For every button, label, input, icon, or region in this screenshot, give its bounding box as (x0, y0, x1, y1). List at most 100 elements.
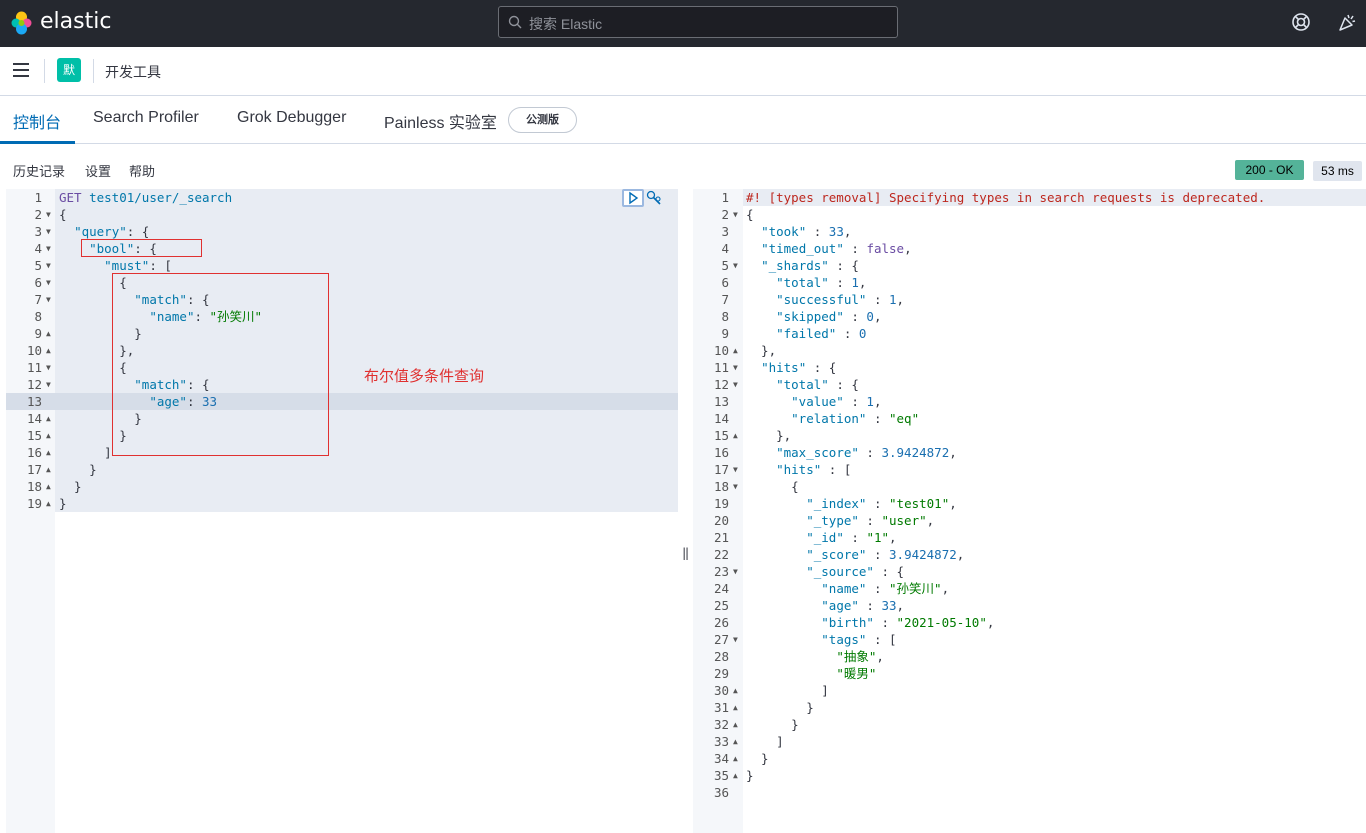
menu-hamburger-icon[interactable] (13, 63, 29, 77)
fold-open-icon[interactable]: ▼ (733, 635, 738, 644)
fold-close-icon[interactable]: ▲ (46, 431, 51, 440)
request-line[interactable]: 18▲ } (6, 478, 678, 495)
response-line[interactable]: 17▼ "hits" : [ (693, 461, 1366, 478)
tab-painless-lab[interactable]: Painless 实验室 (384, 115, 497, 132)
fold-close-icon[interactable]: ▲ (733, 754, 738, 763)
response-line[interactable]: 34▲ } (693, 750, 1366, 767)
response-line[interactable]: 20 "_type" : "user", (693, 512, 1366, 529)
response-line[interactable]: 15▲ }, (693, 427, 1366, 444)
fold-close-icon[interactable]: ▲ (46, 482, 51, 491)
fold-close-icon[interactable]: ▲ (46, 448, 51, 457)
fold-close-icon[interactable]: ▲ (46, 465, 51, 474)
request-line[interactable]: 11▼ { (6, 359, 678, 376)
response-line[interactable]: 32▲ } (693, 716, 1366, 733)
response-line[interactable]: 14 "relation" : "eq" (693, 410, 1366, 427)
response-line[interactable]: 4 "timed_out" : false, (693, 240, 1366, 257)
history-link[interactable]: 历史记录 (13, 164, 66, 179)
wrench-icon[interactable] (646, 190, 662, 206)
fold-open-icon[interactable]: ▼ (733, 482, 738, 491)
brand-name[interactable]: elastic (40, 9, 112, 34)
response-line[interactable]: 6 "total" : 1, (693, 274, 1366, 291)
help-lifebuoy-icon[interactable] (1291, 12, 1311, 32)
fold-open-icon[interactable]: ▼ (46, 295, 51, 304)
fold-close-icon[interactable]: ▲ (46, 346, 51, 355)
fold-open-icon[interactable]: ▼ (46, 363, 51, 372)
fold-open-icon[interactable]: ▼ (46, 244, 51, 253)
tab-console[interactable]: 控制台 (13, 115, 62, 132)
fold-open-icon[interactable]: ▼ (46, 227, 51, 236)
fold-close-icon[interactable]: ▲ (46, 329, 51, 338)
response-line[interactable]: 8 "skipped" : 0, (693, 308, 1366, 325)
fold-open-icon[interactable]: ▼ (46, 278, 51, 287)
fold-close-icon[interactable]: ▲ (733, 431, 738, 440)
request-line[interactable]: 9▲ } (6, 325, 678, 342)
response-line[interactable]: 9 "failed" : 0 (693, 325, 1366, 342)
fold-close-icon[interactable]: ▲ (733, 771, 738, 780)
settings-link[interactable]: 设置 (85, 164, 112, 179)
fold-close-icon[interactable]: ▲ (733, 737, 738, 746)
response-line[interactable]: 19 "_index" : "test01", (693, 495, 1366, 512)
fold-open-icon[interactable]: ▼ (733, 363, 738, 372)
request-line[interactable]: 17▲ } (6, 461, 678, 478)
fold-open-icon[interactable]: ▼ (46, 210, 51, 219)
response-line[interactable]: 12▼ "total" : { (693, 376, 1366, 393)
response-line[interactable]: 31▲ } (693, 699, 1366, 716)
tab-grok-debugger[interactable]: Grok Debugger (237, 109, 347, 126)
space-avatar[interactable]: 默 (57, 58, 81, 82)
fold-open-icon[interactable]: ▼ (733, 210, 738, 219)
request-line[interactable]: 13 "age": 33 (6, 393, 678, 410)
response-line[interactable]: 11▼ "hits" : { (693, 359, 1366, 376)
request-line[interactable]: 15▲ } (6, 427, 678, 444)
response-line[interactable]: 36 (693, 784, 1366, 801)
response-line[interactable]: 33▲ ] (693, 733, 1366, 750)
tab-search-profiler[interactable]: Search Profiler (93, 109, 199, 126)
response-line[interactable]: 29 "暖男" (693, 665, 1366, 682)
response-line[interactable]: 3 "took" : 33, (693, 223, 1366, 240)
request-line[interactable]: 19▲} (6, 495, 678, 512)
response-line[interactable]: 10▲ }, (693, 342, 1366, 359)
newsfeed-cheer-icon[interactable] (1338, 12, 1358, 32)
global-search-input[interactable]: 搜索 Elastic (498, 6, 898, 38)
response-line[interactable]: 28 "抽象", (693, 648, 1366, 665)
fold-close-icon[interactable]: ▲ (46, 499, 51, 508)
response-line[interactable]: 30▲ ] (693, 682, 1366, 699)
fold-open-icon[interactable]: ▼ (733, 380, 738, 389)
request-line[interactable]: 6▼ { (6, 274, 678, 291)
fold-open-icon[interactable]: ▼ (46, 380, 51, 389)
request-line[interactable]: 2▼{ (6, 206, 678, 223)
response-line[interactable]: 13 "value" : 1, (693, 393, 1366, 410)
response-editor[interactable]: 1#! [types removal] Specifying types in … (693, 189, 1366, 833)
fold-close-icon[interactable]: ▲ (46, 414, 51, 423)
fold-close-icon[interactable]: ▲ (733, 720, 738, 729)
fold-close-icon[interactable]: ▲ (733, 346, 738, 355)
fold-close-icon[interactable]: ▲ (733, 686, 738, 695)
request-line[interactable]: 3▼ "query": { (6, 223, 678, 240)
request-line[interactable]: 14▲ } (6, 410, 678, 427)
help-link[interactable]: 帮助 (129, 164, 156, 179)
fold-open-icon[interactable]: ▼ (733, 465, 738, 474)
response-line[interactable]: 1#! [types removal] Specifying types in … (693, 189, 1366, 206)
fold-open-icon[interactable]: ▼ (733, 567, 738, 576)
request-line[interactable]: 4▼ "bool": { (6, 240, 678, 257)
response-line[interactable]: 16 "max_score" : 3.9424872, (693, 444, 1366, 461)
request-line[interactable]: 12▼ "match": { (6, 376, 678, 393)
request-line[interactable]: 8 "name": "孙笑川" (6, 308, 678, 325)
response-line[interactable]: 35▲} (693, 767, 1366, 784)
fold-open-icon[interactable]: ▼ (46, 261, 51, 270)
response-line[interactable]: 18▼ { (693, 478, 1366, 495)
send-request-button[interactable] (622, 189, 644, 207)
response-line[interactable]: 25 "age" : 33, (693, 597, 1366, 614)
elastic-logo-icon[interactable] (9, 10, 34, 35)
response-line[interactable]: 2▼{ (693, 206, 1366, 223)
response-line[interactable]: 24 "name" : "孙笑川", (693, 580, 1366, 597)
response-line[interactable]: 5▼ "_shards" : { (693, 257, 1366, 274)
resize-handle[interactable]: ‖ (682, 546, 690, 560)
response-line[interactable]: 21 "_id" : "1", (693, 529, 1366, 546)
request-line[interactable]: 5▼ "must": [ (6, 257, 678, 274)
response-line[interactable]: 22 "_score" : 3.9424872, (693, 546, 1366, 563)
fold-open-icon[interactable]: ▼ (733, 261, 738, 270)
response-line[interactable]: 23▼ "_source" : { (693, 563, 1366, 580)
request-line[interactable]: 7▼ "match": { (6, 291, 678, 308)
